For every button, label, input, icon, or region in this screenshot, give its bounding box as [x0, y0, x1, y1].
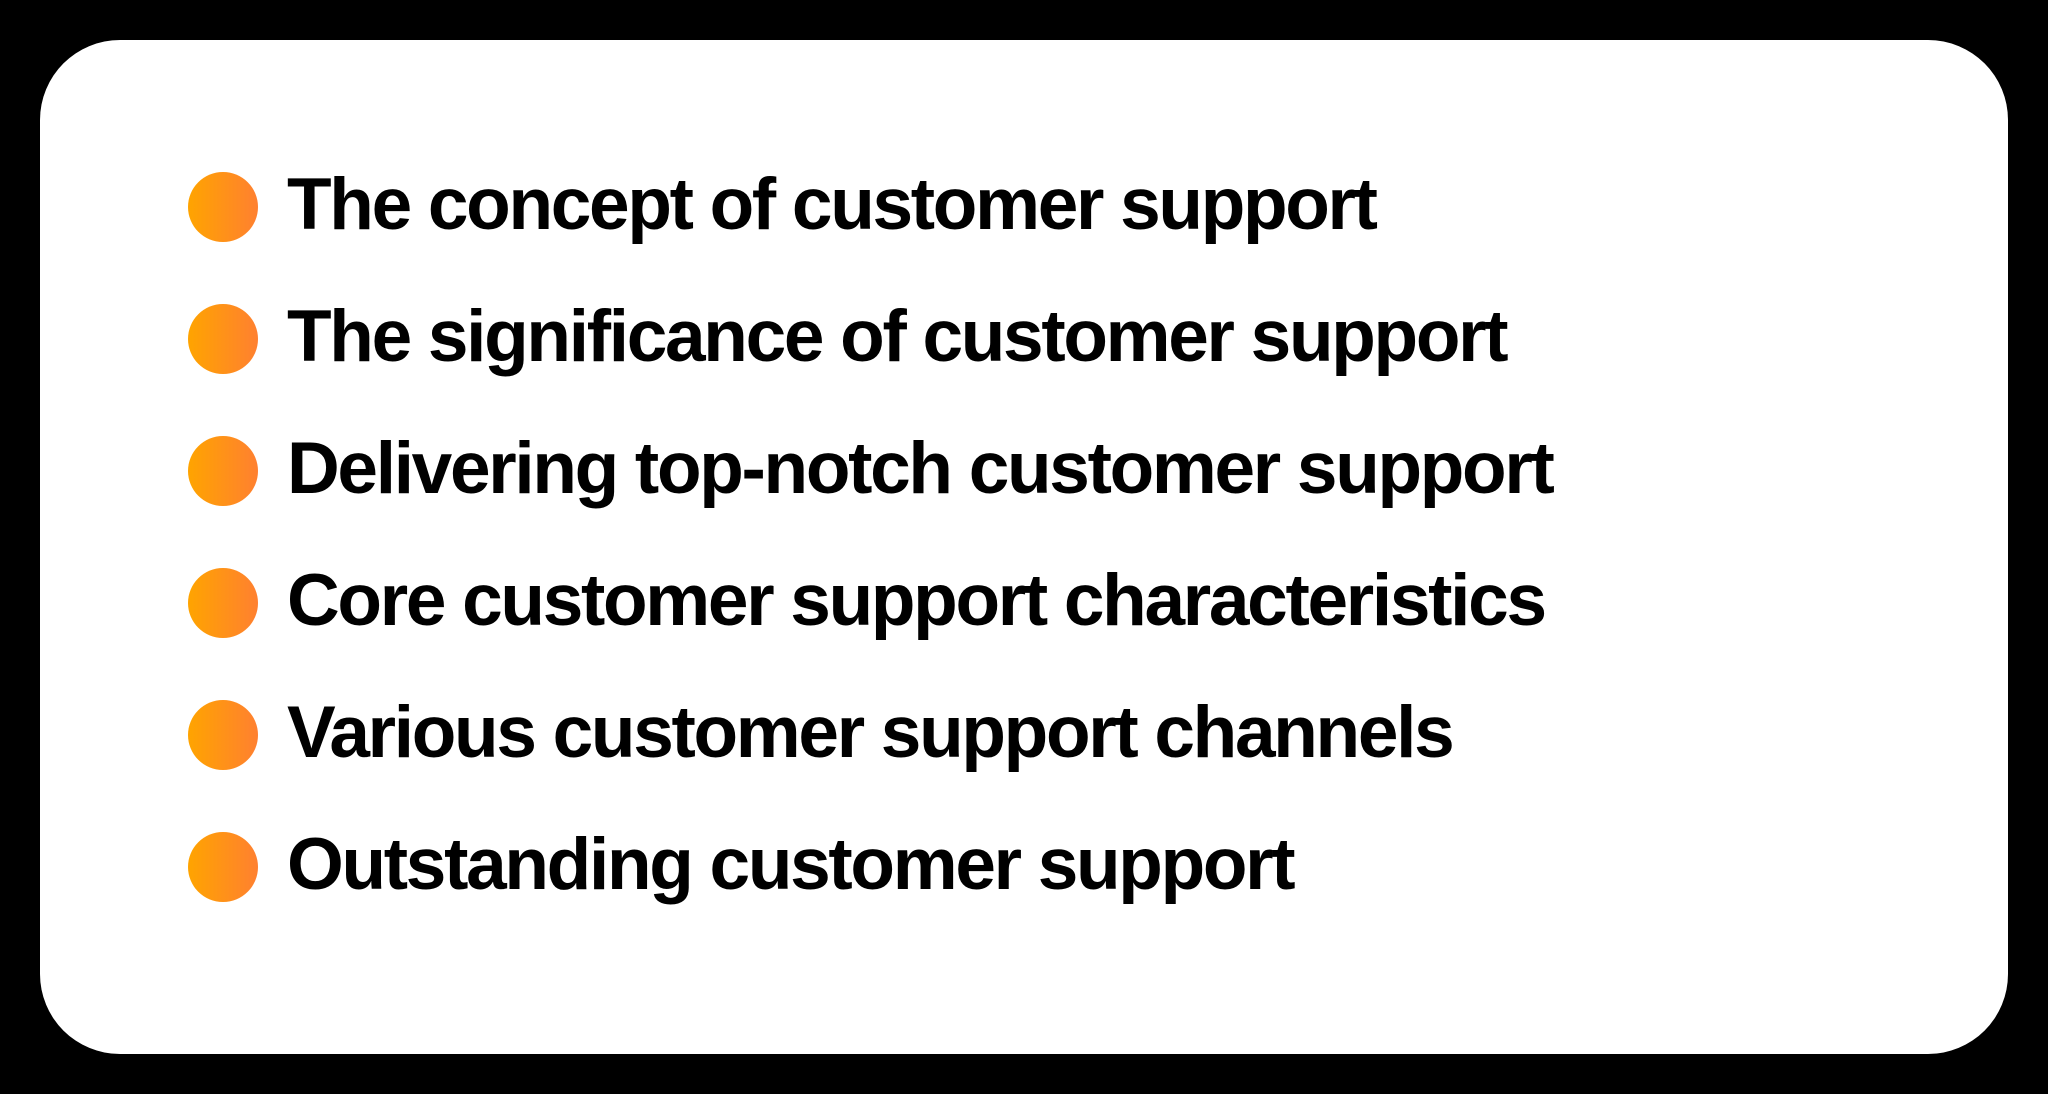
- list-item: The concept of customer support: [188, 164, 1378, 245]
- list-item-label: Core customer support characteristics: [287, 560, 1547, 641]
- bullet-dot-icon: [188, 436, 258, 506]
- list-item-label: The concept of customer support: [287, 164, 1378, 245]
- list-item-label: Delivering top-notch customer support: [287, 428, 1555, 509]
- topics-card: The concept of customer support The sign…: [40, 40, 2008, 1054]
- list-item-label: The significance of customer support: [287, 296, 1509, 377]
- bullet-dot-icon: [188, 832, 258, 902]
- topics-list: The concept of customer support The sign…: [40, 40, 2008, 1054]
- bullet-dot-icon: [188, 304, 258, 374]
- list-item: Outstanding customer support: [188, 824, 1296, 905]
- list-item: Core customer support characteristics: [188, 560, 1547, 641]
- bullet-dot-icon: [188, 700, 258, 770]
- list-item-label: Various customer support channels: [287, 692, 1455, 773]
- list-item: Various customer support channels: [188, 692, 1455, 773]
- bullet-dot-icon: [188, 172, 258, 242]
- list-item: The significance of customer support: [188, 296, 1509, 377]
- bullet-dot-icon: [188, 568, 258, 638]
- list-item: Delivering top-notch customer support: [188, 428, 1555, 509]
- list-item-label: Outstanding customer support: [287, 824, 1296, 905]
